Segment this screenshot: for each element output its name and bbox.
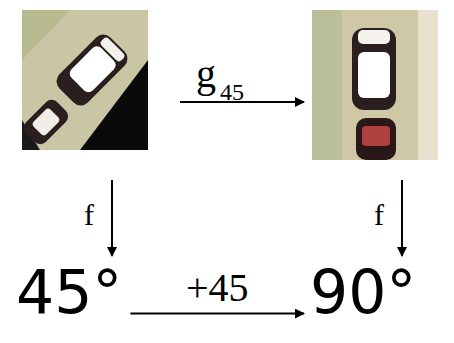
angle-value: 45° xyxy=(12,262,126,322)
shift-arrow xyxy=(130,313,304,315)
function-name: g xyxy=(196,54,216,94)
image-patch xyxy=(312,10,438,160)
angle-value: 90° xyxy=(306,262,420,322)
image-patch xyxy=(21,10,148,150)
angle-text: 90° xyxy=(310,262,416,322)
function-subscript: 45 xyxy=(220,80,244,104)
function-name: f xyxy=(374,200,384,230)
edge-label: +45 xyxy=(184,268,251,308)
map-arrow xyxy=(111,180,113,256)
function-name: f xyxy=(84,200,94,230)
angle-text: 45° xyxy=(16,262,122,322)
map-arrow xyxy=(401,180,403,256)
